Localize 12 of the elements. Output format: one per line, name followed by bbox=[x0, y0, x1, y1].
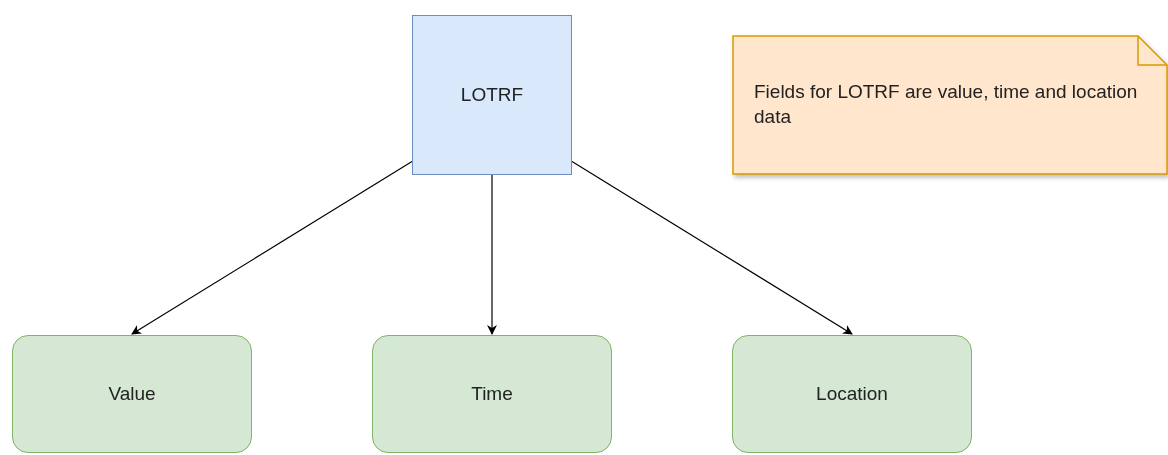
arrow bbox=[487, 174, 497, 335]
arrow bbox=[131, 160, 413, 335]
rounded-box bbox=[372, 335, 612, 453]
node-label: Value bbox=[108, 381, 156, 406]
process-box bbox=[412, 15, 572, 175]
rounded-box bbox=[732, 335, 972, 453]
arrow bbox=[571, 160, 853, 335]
note-text: Fields for LOTRF are value, time and location data bbox=[754, 80, 1138, 129]
node-label: LOTRF bbox=[460, 82, 524, 107]
rounded-box bbox=[12, 335, 252, 453]
node-label: Location bbox=[816, 381, 888, 406]
node-label: Time bbox=[471, 381, 513, 406]
